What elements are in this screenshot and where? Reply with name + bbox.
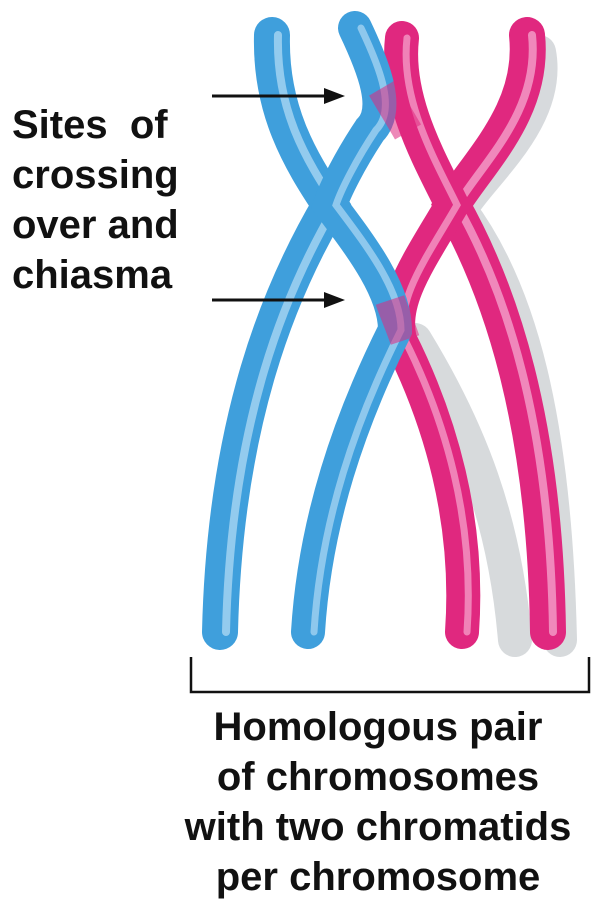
bottom-label-line-2: of chromosomes (150, 752, 606, 802)
side-label-line-2: crossing (12, 150, 179, 200)
bottom-label-line-1: Homologous pair (150, 702, 606, 752)
side-label-line-3: over and (12, 200, 179, 250)
bottom-label: Homologous pair of chromosomes with two … (150, 702, 606, 902)
arrow-upper-head (324, 88, 345, 104)
bottom-label-line-4: per chromosome (150, 852, 606, 902)
side-label: Sites of crossing over and chiasma (12, 100, 179, 300)
arrow-lower-head (324, 292, 345, 308)
bracket (191, 657, 589, 692)
side-label-line-1: Sites of (12, 100, 179, 150)
bottom-label-line-3: with two chromatids (150, 802, 606, 852)
blue-chromosome (220, 28, 401, 632)
side-label-line-4: chiasma (12, 250, 179, 300)
